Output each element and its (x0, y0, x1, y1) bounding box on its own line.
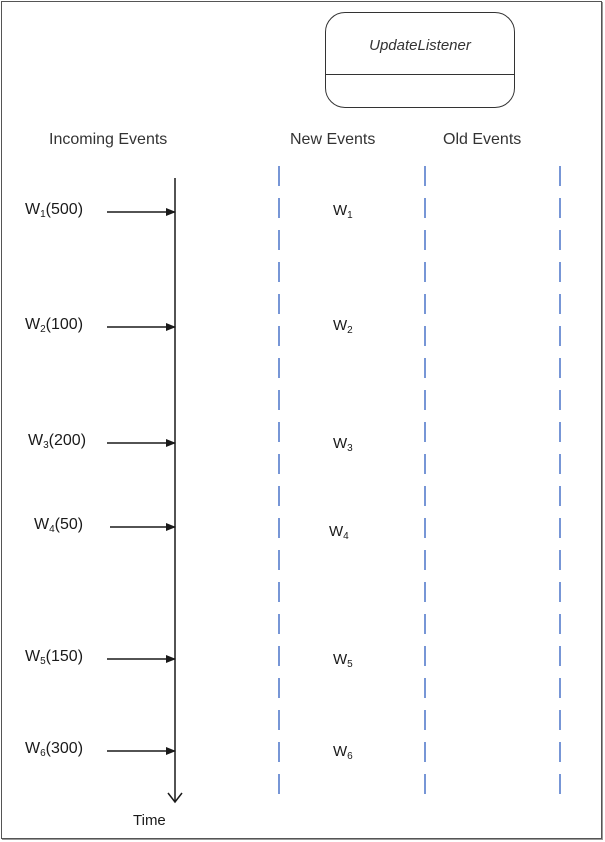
new-event-label-base: W (333, 743, 348, 760)
incoming-event-label-subscript: 3 (43, 440, 49, 451)
incoming-event-label-value: (200) (48, 432, 87, 449)
update-listener-box: UpdateListener (325, 12, 515, 108)
incoming-event-label-value: (50) (54, 516, 84, 533)
incoming-event-label-value: (300) (45, 740, 84, 757)
new-event-label-base: W (333, 317, 348, 334)
incoming-event-label-base: W (25, 201, 41, 218)
new-event-label: W6 (333, 743, 353, 762)
new-event-label-base: W (333, 202, 348, 219)
incoming-event-label-base: W (25, 648, 41, 665)
new-event-label: W4 (329, 523, 349, 542)
new-event-label: W1 (333, 202, 353, 221)
new-event-label: W5 (333, 651, 353, 670)
incoming-event-label-value: (100) (45, 316, 84, 333)
incoming-event-label-subscript: 2 (40, 324, 46, 335)
incoming-event-label: W1(500) (25, 201, 83, 220)
new-event-label-subscript: 2 (347, 325, 353, 336)
time-label: Time (133, 812, 166, 829)
new-event-label-subscript: 3 (347, 443, 353, 454)
new-event-label-base: W (333, 435, 348, 452)
incoming-event-label-base: W (25, 740, 41, 757)
incoming-event-label: W6(300) (25, 740, 83, 759)
incoming-event-label: W5(150) (25, 648, 83, 667)
old-events-header: Old Events (443, 131, 522, 148)
time-axis-arrow (167, 792, 183, 804)
new-event-label-subscript: 4 (343, 531, 349, 542)
new-event-label: W3 (333, 435, 353, 454)
incoming-event-label-subscript: 5 (40, 656, 46, 667)
new-event-label-subscript: 1 (347, 210, 353, 221)
incoming-event-label-subscript: 1 (40, 209, 46, 220)
incoming-event-label: W3(200) (28, 432, 86, 451)
incoming-event-label-subscript: 6 (40, 748, 46, 759)
incoming-event-label-base: W (25, 316, 41, 333)
new-event-label: W2 (333, 317, 353, 336)
incoming-event-label-value: (500) (45, 201, 84, 218)
incoming-events-header: Incoming Events (49, 131, 168, 148)
incoming-event-label: W4(50) (34, 516, 83, 535)
new-events-header: New Events (290, 131, 376, 148)
update-listener-title: UpdateListener (326, 13, 514, 75)
new-event-label-subscript: 6 (347, 751, 353, 762)
incoming-event-label-subscript: 4 (49, 524, 55, 535)
new-event-label-subscript: 5 (347, 659, 353, 670)
incoming-event-label-base: W (28, 432, 44, 449)
incoming-event-label-value: (150) (45, 648, 84, 665)
incoming-event-label: W2(100) (25, 316, 83, 335)
incoming-event-label-base: W (34, 516, 50, 533)
new-event-label-base: W (329, 523, 344, 540)
new-event-label-base: W (333, 651, 348, 668)
